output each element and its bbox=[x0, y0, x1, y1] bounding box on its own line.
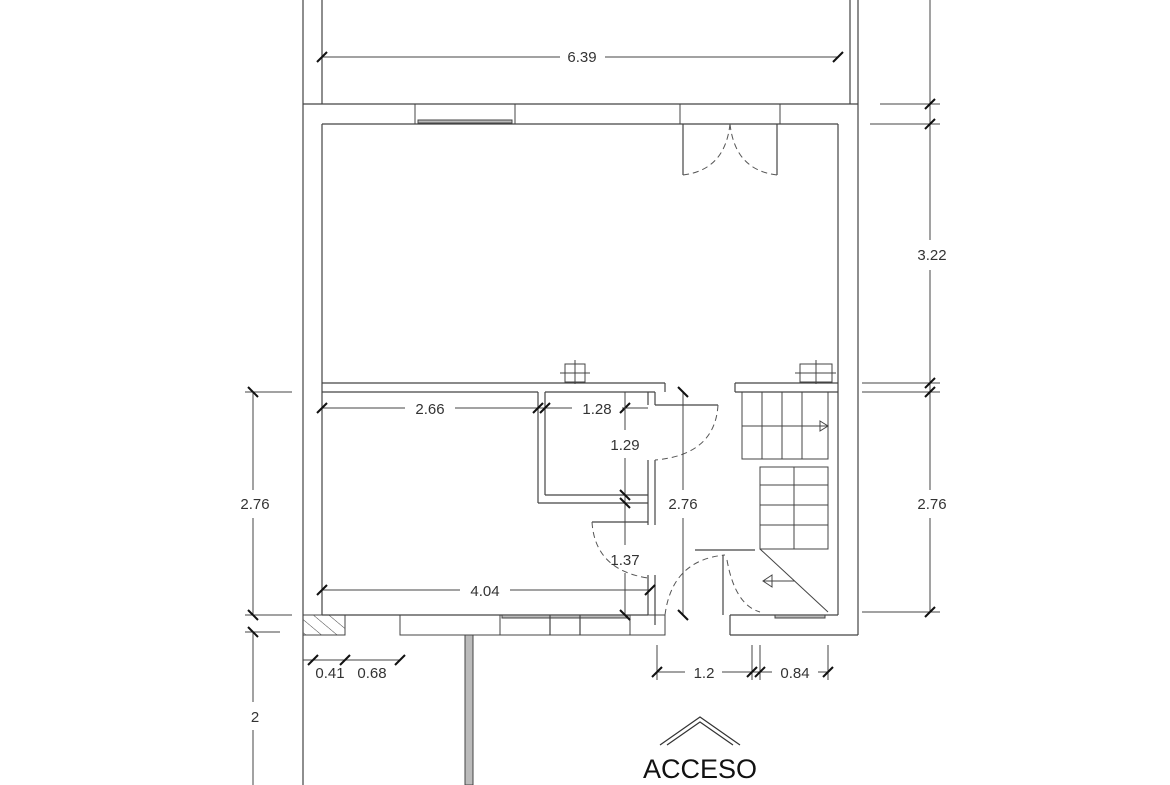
windows bbox=[414, 103, 826, 636]
access-label: ACCESO bbox=[643, 754, 757, 784]
dim-entry-width: 1.2 bbox=[694, 665, 715, 682]
dim-top-width: 6.39 bbox=[567, 49, 596, 66]
vent-symbols bbox=[560, 360, 836, 384]
dim-bottom-a: 0.41 bbox=[315, 665, 344, 682]
dim-door-width: 1.37 bbox=[610, 552, 639, 569]
dim-left-room-height: 2.76 bbox=[240, 496, 269, 513]
dim-left-entry: 2 bbox=[251, 709, 259, 726]
dim-room-width-lower: 4.04 bbox=[470, 583, 499, 600]
dim-stair-width: 0.84 bbox=[780, 665, 809, 682]
dim-bottom-b: 0.68 bbox=[357, 665, 386, 682]
walls bbox=[302, 0, 859, 785]
dim-hall-height: 2.76 bbox=[668, 496, 697, 513]
dim-closet-width: 1.28 bbox=[582, 401, 611, 418]
dim-room-width-upper: 2.66 bbox=[415, 401, 444, 418]
dim-right-lower: 2.76 bbox=[917, 496, 946, 513]
staircase bbox=[741, 391, 829, 613]
access-arrow-icon bbox=[659, 716, 741, 746]
dim-right-upper: 3.22 bbox=[917, 247, 946, 264]
dimension-lines bbox=[245, 0, 940, 785]
dim-closet-height: 1.29 bbox=[610, 437, 639, 454]
doors bbox=[591, 103, 781, 616]
